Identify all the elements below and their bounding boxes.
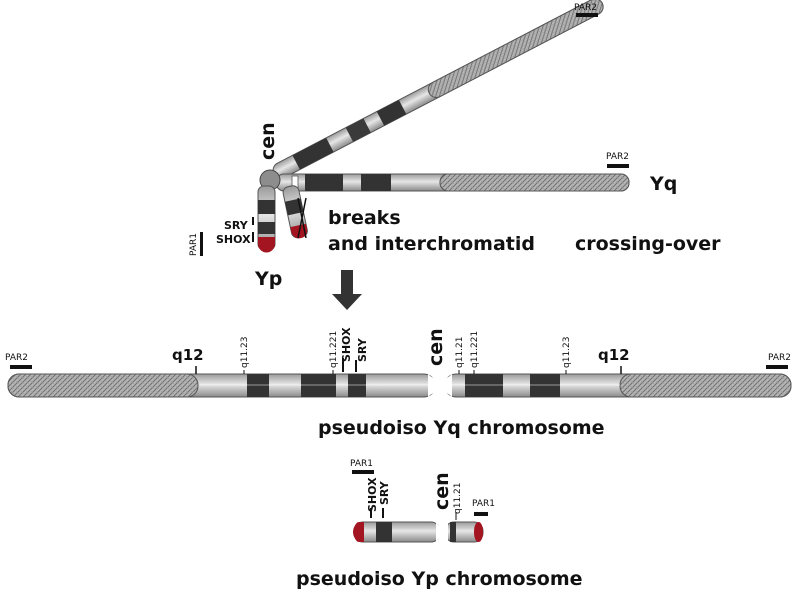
caption-crossing-over: crossing-over [575,233,721,255]
down-arrow [332,270,362,310]
cen-label-top: cen [257,122,279,160]
yq-iso-title: pseudoiso Yq chromosome [318,417,605,439]
diagonal-chromatid [272,0,604,179]
yp-shox-label: SHOX [366,477,379,512]
yq-par2-left: PAR2 [5,353,28,363]
top-chromosome-group: PAR1 SRY SHOX cen Yp Yq PAR2 PAR2 breaks… [189,0,721,290]
yq-q1123-left: q11.23 [240,337,250,368]
yp-label: Yp [254,268,282,290]
yp-q1121-label: q11.21 [453,483,463,514]
yp-par1-left: PAR1 [350,459,373,469]
par1-label-top: PAR1 [189,233,199,256]
par2-label-upper: PAR2 [574,3,597,13]
shox-label-top: SHOX [216,233,251,246]
yq-q11221-left: q11.221 [329,331,339,368]
yp-sry-label: SRY [378,480,391,505]
pseudoiso-yq-chromosome: PAR2 PAR2 q12 q12 q11.23 q11.221 SHOX SR… [5,327,792,439]
yp-arm-vertical [257,185,276,253]
yq-label: Yq [649,173,677,195]
yq-q12-right: q12 [598,346,630,364]
par2-label-lower: PAR2 [606,152,629,162]
yp-iso-title: pseudoiso Yp chromosome [296,568,583,590]
caption-interchromatid: and interchromatid [328,233,535,255]
pseudoiso-yp-chromosome: PAR1 SHOX SRY cen q11.21 PAR1 pseudoiso … [296,459,583,590]
yq-q12-left: q12 [172,346,204,364]
caption-breaks: breaks [328,207,401,229]
yq-q1121-label: q11.21 [455,337,465,368]
yq-par2-right: PAR2 [768,353,791,363]
yp-cen-label: cen [431,472,453,510]
yq-q1123-right: q11.23 [562,337,572,368]
break-mark [297,197,307,239]
yq-cen-label: cen [425,328,447,366]
horizontal-chromatid [275,173,630,192]
yq-q11221-right: q11.221 [470,331,480,368]
yp-par1-right: PAR1 [472,499,495,509]
yq-sry-label: SRY [356,337,369,362]
yq-shox-label: SHOX [340,327,353,362]
sry-label-top: SRY [224,219,249,232]
